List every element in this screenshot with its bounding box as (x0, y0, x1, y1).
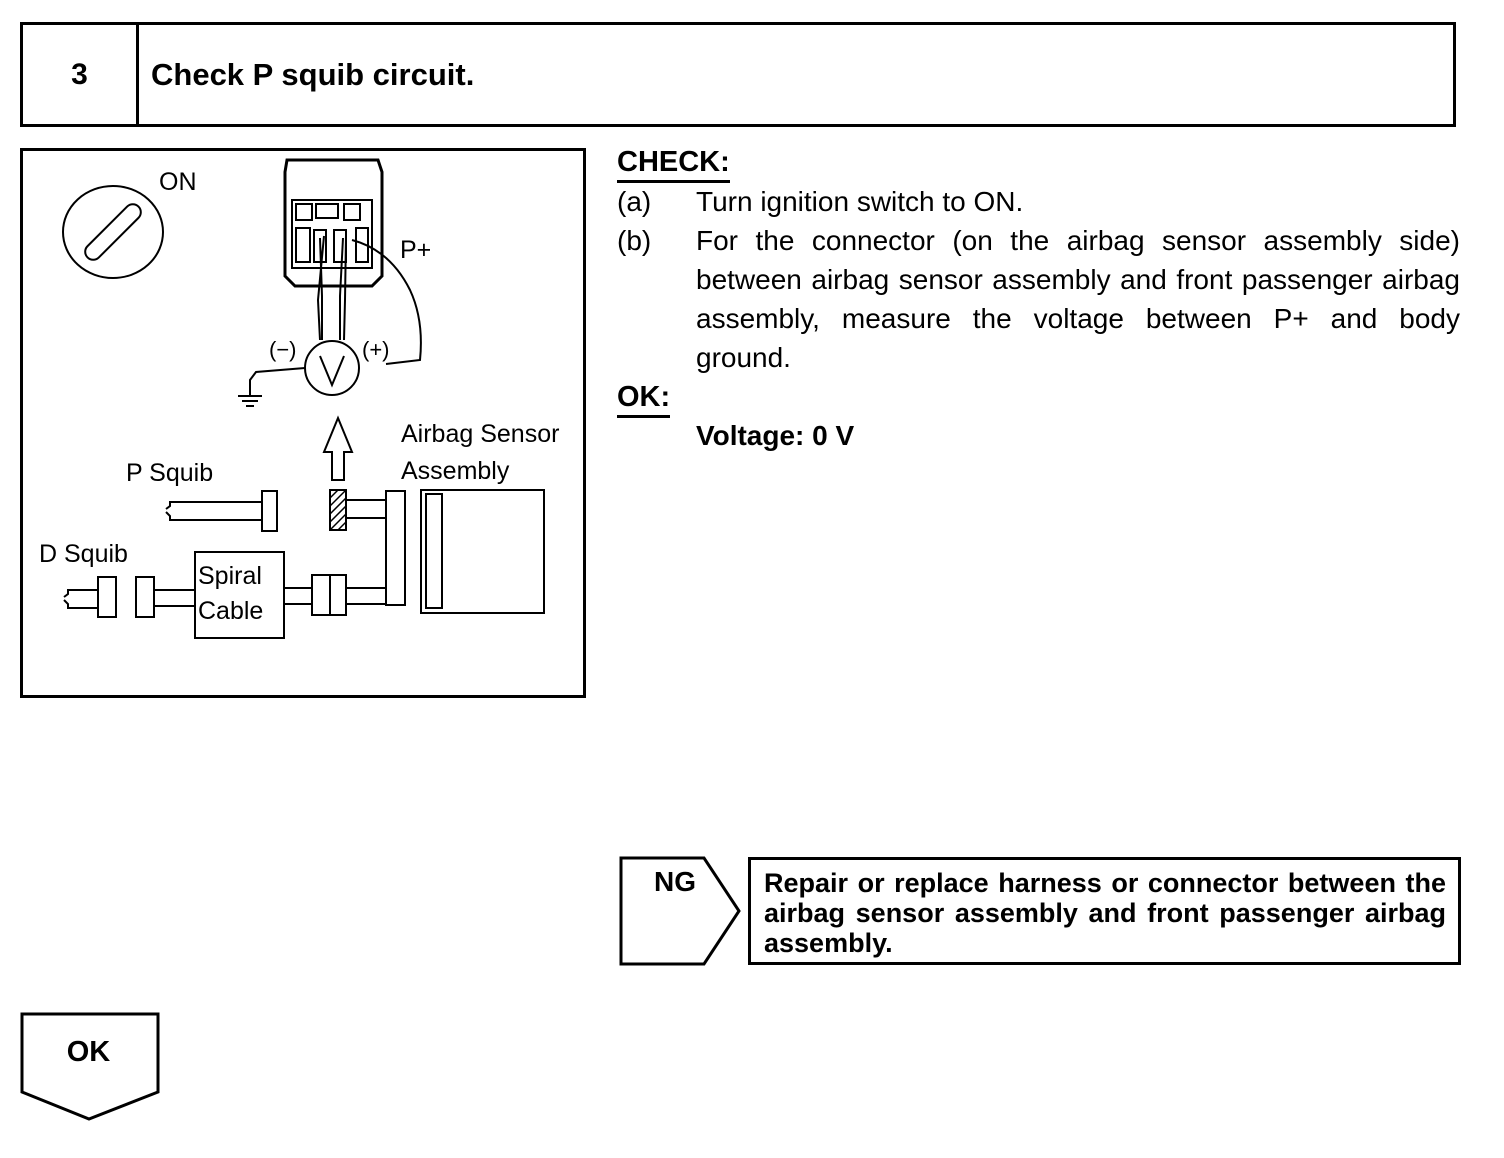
d-squib-label: D Squib (39, 540, 128, 568)
d-squib-connector (63, 576, 195, 618)
check-item-b-label: (b) (617, 225, 652, 256)
spiral-label-line1: Spiral (198, 562, 262, 590)
sensor-label-line1: Airbag Sensor (401, 420, 559, 448)
terminal-p-plus-label: P+ (400, 236, 431, 264)
p-squib-label: P Squib (126, 459, 213, 487)
check-item-a-text: Turn ignition switch to ON. (696, 186, 1024, 217)
voltmeter-icon (304, 340, 360, 396)
sensor-label-line2: Assembly (401, 457, 510, 485)
airbag-sensor-assembly-box (420, 489, 545, 614)
spiral-label-line2: Cable (198, 597, 263, 625)
ng-action-text: Repair or replace harness or connector b… (764, 868, 1446, 958)
check-item-a-label: (a) (617, 186, 652, 217)
ng-label: NG (654, 866, 696, 897)
ng-arrow-icon (619, 856, 741, 966)
ground-symbol-icon (238, 395, 262, 407)
step-header: 3 Check P squib circuit. (20, 22, 1456, 127)
positive-probe-label: (+) (362, 337, 390, 362)
step-title: Check P squib circuit. (151, 56, 475, 92)
ok-result-label: OK (66, 1036, 111, 1068)
check-heading: CHECK: (617, 145, 730, 183)
ok-spec-heading: OK: (617, 380, 671, 418)
circuit-diagram-drawing: ON P+ (−) (+) Airbag Sensor Assembly P S… (39, 158, 559, 639)
check-item-b-text: For the connector (on the airbag sensor … (696, 225, 1460, 373)
up-arrow-icon (322, 415, 354, 481)
ok-spec-value: Voltage: 0 V (696, 420, 855, 451)
ng-action-box: Repair or replace harness or connector b… (748, 857, 1461, 965)
ignition-on-label: ON (159, 168, 197, 196)
step-number: 3 (23, 25, 139, 124)
ignition-key-icon (62, 185, 164, 279)
hatched-connector (329, 489, 386, 531)
spiral-cable-box (194, 551, 285, 639)
circuit-diagram: ON P+ (−) (+) Airbag Sensor Assembly P S… (20, 148, 586, 698)
p-squib-connector (165, 490, 278, 532)
connector-icon (283, 158, 384, 341)
ok-arrow-icon (20, 1012, 160, 1121)
negative-probe-label: (−) (269, 337, 297, 362)
